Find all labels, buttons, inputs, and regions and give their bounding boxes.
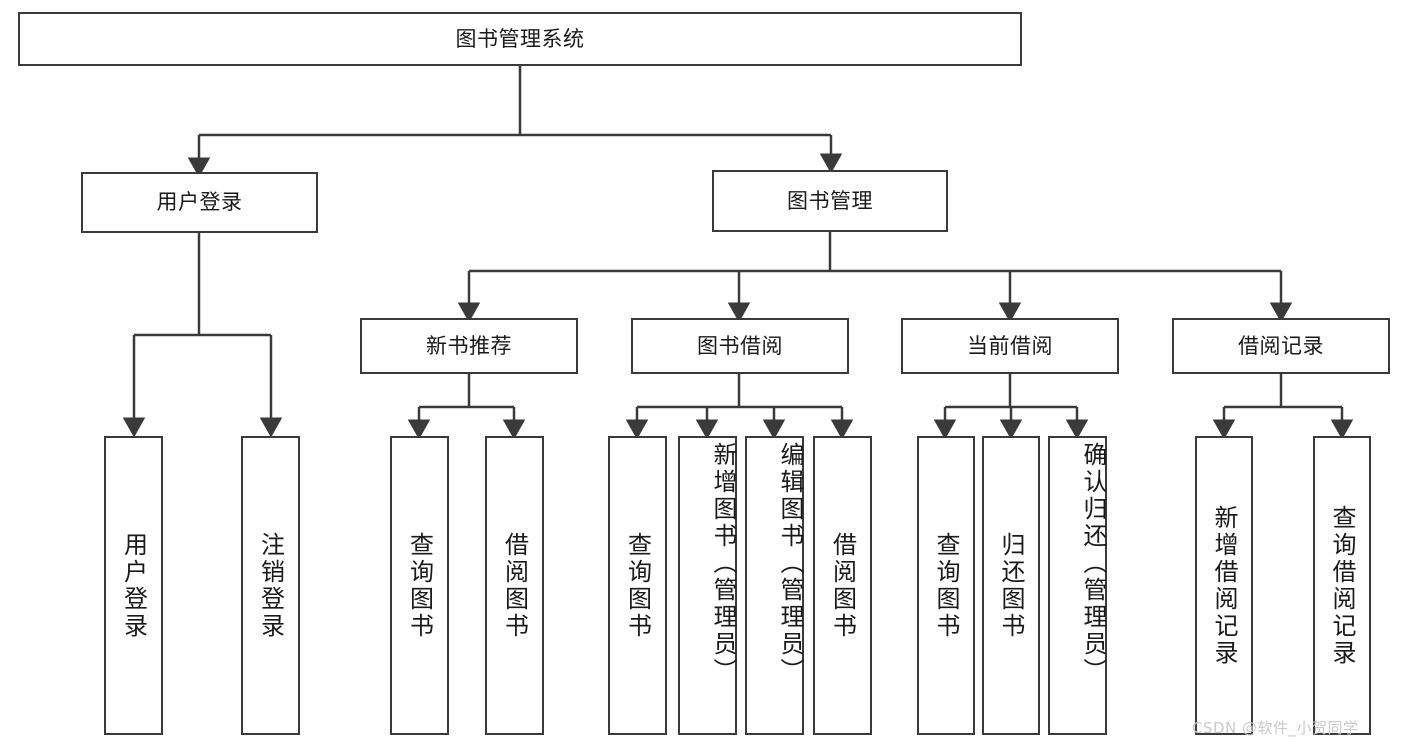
node-book-management[interactable]: 图书管理 bbox=[712, 170, 948, 232]
watermark-text: CSDN @软件_小贺同学 bbox=[1192, 719, 1359, 737]
node-label: 查询借阅记录 bbox=[1328, 504, 1356, 667]
node-book-borrow[interactable]: 图书借阅 bbox=[631, 318, 849, 374]
node-user-login[interactable]: 用户登录 bbox=[81, 172, 318, 233]
node-label: 新书推荐 bbox=[426, 333, 512, 358]
csdn-watermark: CSDN @软件_小贺同学 bbox=[1192, 717, 1359, 738]
node-label: 注销登录 bbox=[256, 531, 285, 640]
node-label: 借阅图书 bbox=[828, 531, 857, 640]
node-label: 新增图书（管理员） bbox=[709, 442, 737, 685]
leaf-borrow-query-book[interactable]: 查询图书 bbox=[608, 436, 667, 735]
leaf-current-return-book[interactable]: 归还图书 bbox=[982, 436, 1040, 735]
leaf-current-confirm-return-admin[interactable]: 确认归还（管理员） bbox=[1048, 436, 1107, 735]
node-label: 借阅记录 bbox=[1238, 333, 1324, 358]
node-label: 图书借阅 bbox=[697, 333, 783, 358]
node-borrow-record[interactable]: 借阅记录 bbox=[1172, 318, 1390, 374]
node-label: 查询图书 bbox=[932, 531, 960, 640]
node-label: 借阅图书 bbox=[500, 531, 529, 640]
node-label: 图书管理 bbox=[787, 188, 873, 213]
leaf-user-login-signout[interactable]: 注销登录 bbox=[241, 436, 300, 735]
node-label: 查询图书 bbox=[405, 531, 434, 640]
node-label: 图书管理系统 bbox=[455, 26, 585, 51]
node-current-borrow[interactable]: 当前借阅 bbox=[901, 318, 1119, 374]
leaf-current-query-book[interactable]: 查询图书 bbox=[917, 436, 975, 735]
leaf-borrow-borrow-book[interactable]: 借阅图书 bbox=[813, 436, 872, 735]
node-label: 归还图书 bbox=[997, 531, 1025, 640]
leaf-borrow-add-book-admin[interactable]: 新增图书（管理员） bbox=[678, 436, 737, 735]
node-label: 新增借阅记录 bbox=[1210, 504, 1238, 667]
node-label: 确认归还（管理员） bbox=[1079, 442, 1107, 685]
leaf-recommend-borrow-book[interactable]: 借阅图书 bbox=[485, 436, 544, 735]
leaf-record-query-record[interactable]: 查询借阅记录 bbox=[1313, 436, 1371, 735]
node-label: 用户登录 bbox=[119, 531, 148, 640]
node-new-book-recommend[interactable]: 新书推荐 bbox=[360, 318, 578, 374]
leaf-borrow-edit-book-admin[interactable]: 编辑图书（管理员） bbox=[745, 436, 804, 735]
node-root-library-system[interactable]: 图书管理系统 bbox=[18, 12, 1022, 66]
leaf-recommend-query-book[interactable]: 查询图书 bbox=[390, 436, 449, 735]
node-label: 查询图书 bbox=[623, 531, 652, 640]
node-label: 用户登录 bbox=[156, 190, 243, 214]
node-label: 当前借阅 bbox=[967, 333, 1053, 358]
leaf-record-add-record[interactable]: 新增借阅记录 bbox=[1195, 436, 1253, 735]
node-label: 编辑图书（管理员） bbox=[776, 442, 804, 685]
leaf-user-login-signin[interactable]: 用户登录 bbox=[104, 436, 163, 735]
